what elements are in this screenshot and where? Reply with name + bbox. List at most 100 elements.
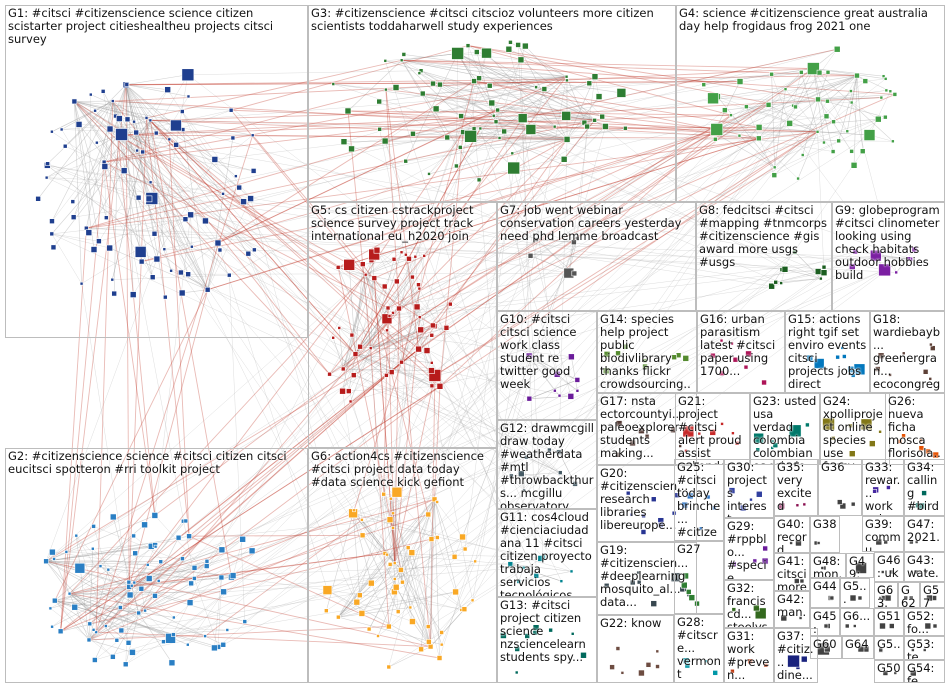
- group-label-g33: G33: rewar... work volunt...: [865, 461, 901, 516]
- group-cell-g57: G57: [920, 582, 945, 608]
- group-label-g4: G4: science #citizenscience great austra…: [679, 7, 942, 33]
- group-cell-g45: G45: gre...: [810, 608, 840, 636]
- group-label-g22: G22: know: [600, 617, 671, 630]
- group-label-g44: G44: [813, 580, 837, 593]
- group-label-g6: G6: action4cs #citizenscience #citsci pr…: [311, 450, 494, 489]
- group-cell-g34: G34: calling #birda... portal... tree...: [904, 459, 945, 516]
- group-label-g34: G34: calling #birda... portal... tree...: [907, 461, 942, 516]
- group-label-g38: G38: [813, 518, 837, 531]
- group-cell-g21: G21: project #citsci alert proud assist …: [675, 393, 750, 465]
- group-cell-g56: G6...: [840, 608, 874, 636]
- group-label-g56: G6...: [843, 610, 871, 623]
- group-label-g40: G40: record inatu...: [777, 518, 807, 553]
- group-label-g60: G60: [813, 638, 839, 651]
- group-cell-g35: G35: very excited prese...: [774, 459, 818, 516]
- group-cell-g40: G40: record inatu...: [774, 516, 810, 553]
- group-label-g21: G21: project #citsci alert proud assist …: [678, 395, 747, 465]
- group-cell-g27: G27: [674, 541, 724, 614]
- group-cell-g62: G62: [898, 582, 920, 608]
- group-cell-g18: G18: wardiebayb... greenergran... ecocon…: [870, 311, 945, 393]
- group-cell-g54: G54: fe...: [904, 660, 945, 683]
- group-cell-g1: G1: #citsci #citizenscience science citi…: [5, 5, 308, 338]
- group-cell-g55: G5...: [840, 578, 870, 608]
- group-cell-g7: G7: job went webinar conservation career…: [497, 202, 696, 311]
- group-cell-g24: G24: xpolliproject online species use fa…: [820, 393, 890, 465]
- group-label-g13: G13: #citsci project citizen science nzs…: [500, 599, 594, 664]
- group-cell-g29: G29: #rppblo... #specie... seen...: [724, 518, 774, 580]
- group-cell-g4: G4: science #citizenscience great austra…: [676, 5, 945, 202]
- group-cell-g5: G5: cs citizen cstrackproject science su…: [308, 202, 497, 448]
- group-label-g53: G53: te...: [907, 638, 942, 660]
- group-cell-g26: G26: nueva ficha mosca florisola...: [885, 393, 945, 465]
- group-cell-g33: G33: rewar... work volunt...: [862, 459, 904, 516]
- group-label-g43: G43: wate...: [907, 554, 942, 582]
- group-label-g9: G9: globeprogram #citsci clinometer look…: [835, 204, 942, 282]
- group-label-g32: G32: franciscd... steelys...: [727, 582, 771, 628]
- group-cell-g64: G64: [842, 636, 874, 659]
- group-label-g41: G41: citsci more...: [777, 555, 807, 591]
- group-cell-g59: G5...: [874, 636, 904, 660]
- group-label-g16: G16: urban parasitism latest #citsci pap…: [700, 313, 782, 378]
- group-cell-g16: G16: urban parasitism latest #citsci pap…: [697, 311, 785, 393]
- group-label-g26: G26: nueva ficha mosca florisola...: [888, 395, 942, 465]
- group-cell-g49: G49: uk_c...: [846, 553, 874, 578]
- group-cell-g51: G51: [874, 608, 904, 636]
- group-cell-g11: G11: cos4cloud #cienciaciudadana 11 #cit…: [497, 509, 597, 597]
- group-cell-g14: G14: species help project public biodivl…: [597, 311, 697, 393]
- group-label-g36: G36: [821, 461, 859, 474]
- group-label-g49: G49: uk_c...: [849, 555, 871, 578]
- group-label-g25: G25: #citsci today brinche... #citizen..…: [677, 461, 721, 541]
- group-cell-g15: G15: actions right tgif set enviro event…: [785, 311, 870, 393]
- group-cell-g8: G8: fedcitsci #citsci #mapping #tnmcorps…: [696, 202, 832, 311]
- group-label-g46: G46: uk: [877, 554, 901, 580]
- group-label-g27: G27: [677, 543, 721, 556]
- group-cell-g10: G10: #citsci citsci science work class s…: [497, 311, 597, 420]
- group-cell-g47: G47: 2021...: [904, 516, 945, 552]
- group-label-g59: G5...: [877, 638, 901, 660]
- group-cell-g30: G30: projects interest... getting...: [724, 459, 774, 518]
- group-cell-g12: G12: drawmcgill draw today #weatherdata …: [497, 420, 597, 509]
- group-cell-g32: G32: franciscd... steelys...: [724, 580, 774, 628]
- group-label-g10: G10: #citsci citsci science work class s…: [500, 313, 594, 391]
- group-label-g1: G1: #citsci #citizenscience science citi…: [8, 7, 305, 46]
- group-cell-g41: G41: citsci more...: [774, 553, 810, 591]
- group-cell-g46: G46: uk: [874, 552, 904, 582]
- group-label-g57: G57: [923, 584, 942, 608]
- group-label-g3: G3: #citizenscience #citsci citscioz vol…: [311, 7, 673, 33]
- group-cell-g42: G42: man...: [774, 591, 810, 628]
- group-label-g45: G45: gre...: [813, 610, 837, 636]
- group-cell-g2: G2: #citizenscience science #citsci citi…: [5, 448, 308, 683]
- group-cell-g63: G63: [874, 582, 898, 608]
- group-cell-g53: G53: te...: [904, 636, 945, 660]
- group-cell-g3: G3: #citizenscience #citsci citscioz vol…: [308, 5, 676, 202]
- group-label-g12: G12: drawmcgill draw today #weatherdata …: [500, 422, 594, 509]
- group-label-g14: G14: species help project public biodivl…: [600, 313, 694, 393]
- group-cell-g60: G60: [810, 636, 842, 659]
- group-label-g28: G28: #citscre... vermont water...: [677, 616, 721, 683]
- group-label-g52: G52: fo...: [907, 610, 942, 636]
- group-label-g55: G5...: [843, 580, 867, 606]
- group-label-g63: G63: [877, 584, 895, 608]
- group-cell-g9: G9: globeprogram #citsci clinometer look…: [832, 202, 945, 311]
- group-cell-g23: G23: usted usa verdad colombia colombian…: [750, 393, 820, 465]
- group-cell-g13: G13: #citsci project citizen science nzs…: [497, 597, 597, 683]
- group-cell-g31: G31: work #preven...: [724, 628, 774, 683]
- group-label-g29: G29: #rppblo... #specie... seen...: [727, 520, 771, 580]
- group-label-g24: G24: xpolliproject online species use fa…: [823, 395, 887, 465]
- group-label-g35: G35: very excited prese...: [777, 461, 815, 516]
- group-label-g54: G54: fe...: [907, 662, 942, 683]
- group-label-g30: G30: projects interest... getting...: [727, 461, 771, 518]
- group-cell-g36: G36: [818, 459, 862, 516]
- group-label-g50: G50: [877, 662, 901, 675]
- group-cell-g22: G22: know: [597, 615, 674, 683]
- group-label-g11: G11: cos4cloud #cienciaciudadana 11 #cit…: [500, 511, 594, 597]
- group-cell-g52: G52: fo...: [904, 608, 945, 636]
- group-cell-g6: G6: action4cs #citizenscience #citsci pr…: [308, 448, 497, 683]
- group-cell-g28: G28: #citscre... vermont water...: [674, 614, 724, 683]
- group-cell-g25: G25: #citsci today brinche... #citizen..…: [674, 459, 724, 541]
- group-label-g18: G18: wardiebayb... greenergran... ecocon…: [873, 313, 942, 393]
- group-label-g2: G2: #citizenscience science #citsci citi…: [8, 450, 305, 476]
- group-label-g23: G23: usted usa verdad colombia colombian…: [753, 395, 817, 465]
- group-cell-g44: G44: [810, 578, 840, 608]
